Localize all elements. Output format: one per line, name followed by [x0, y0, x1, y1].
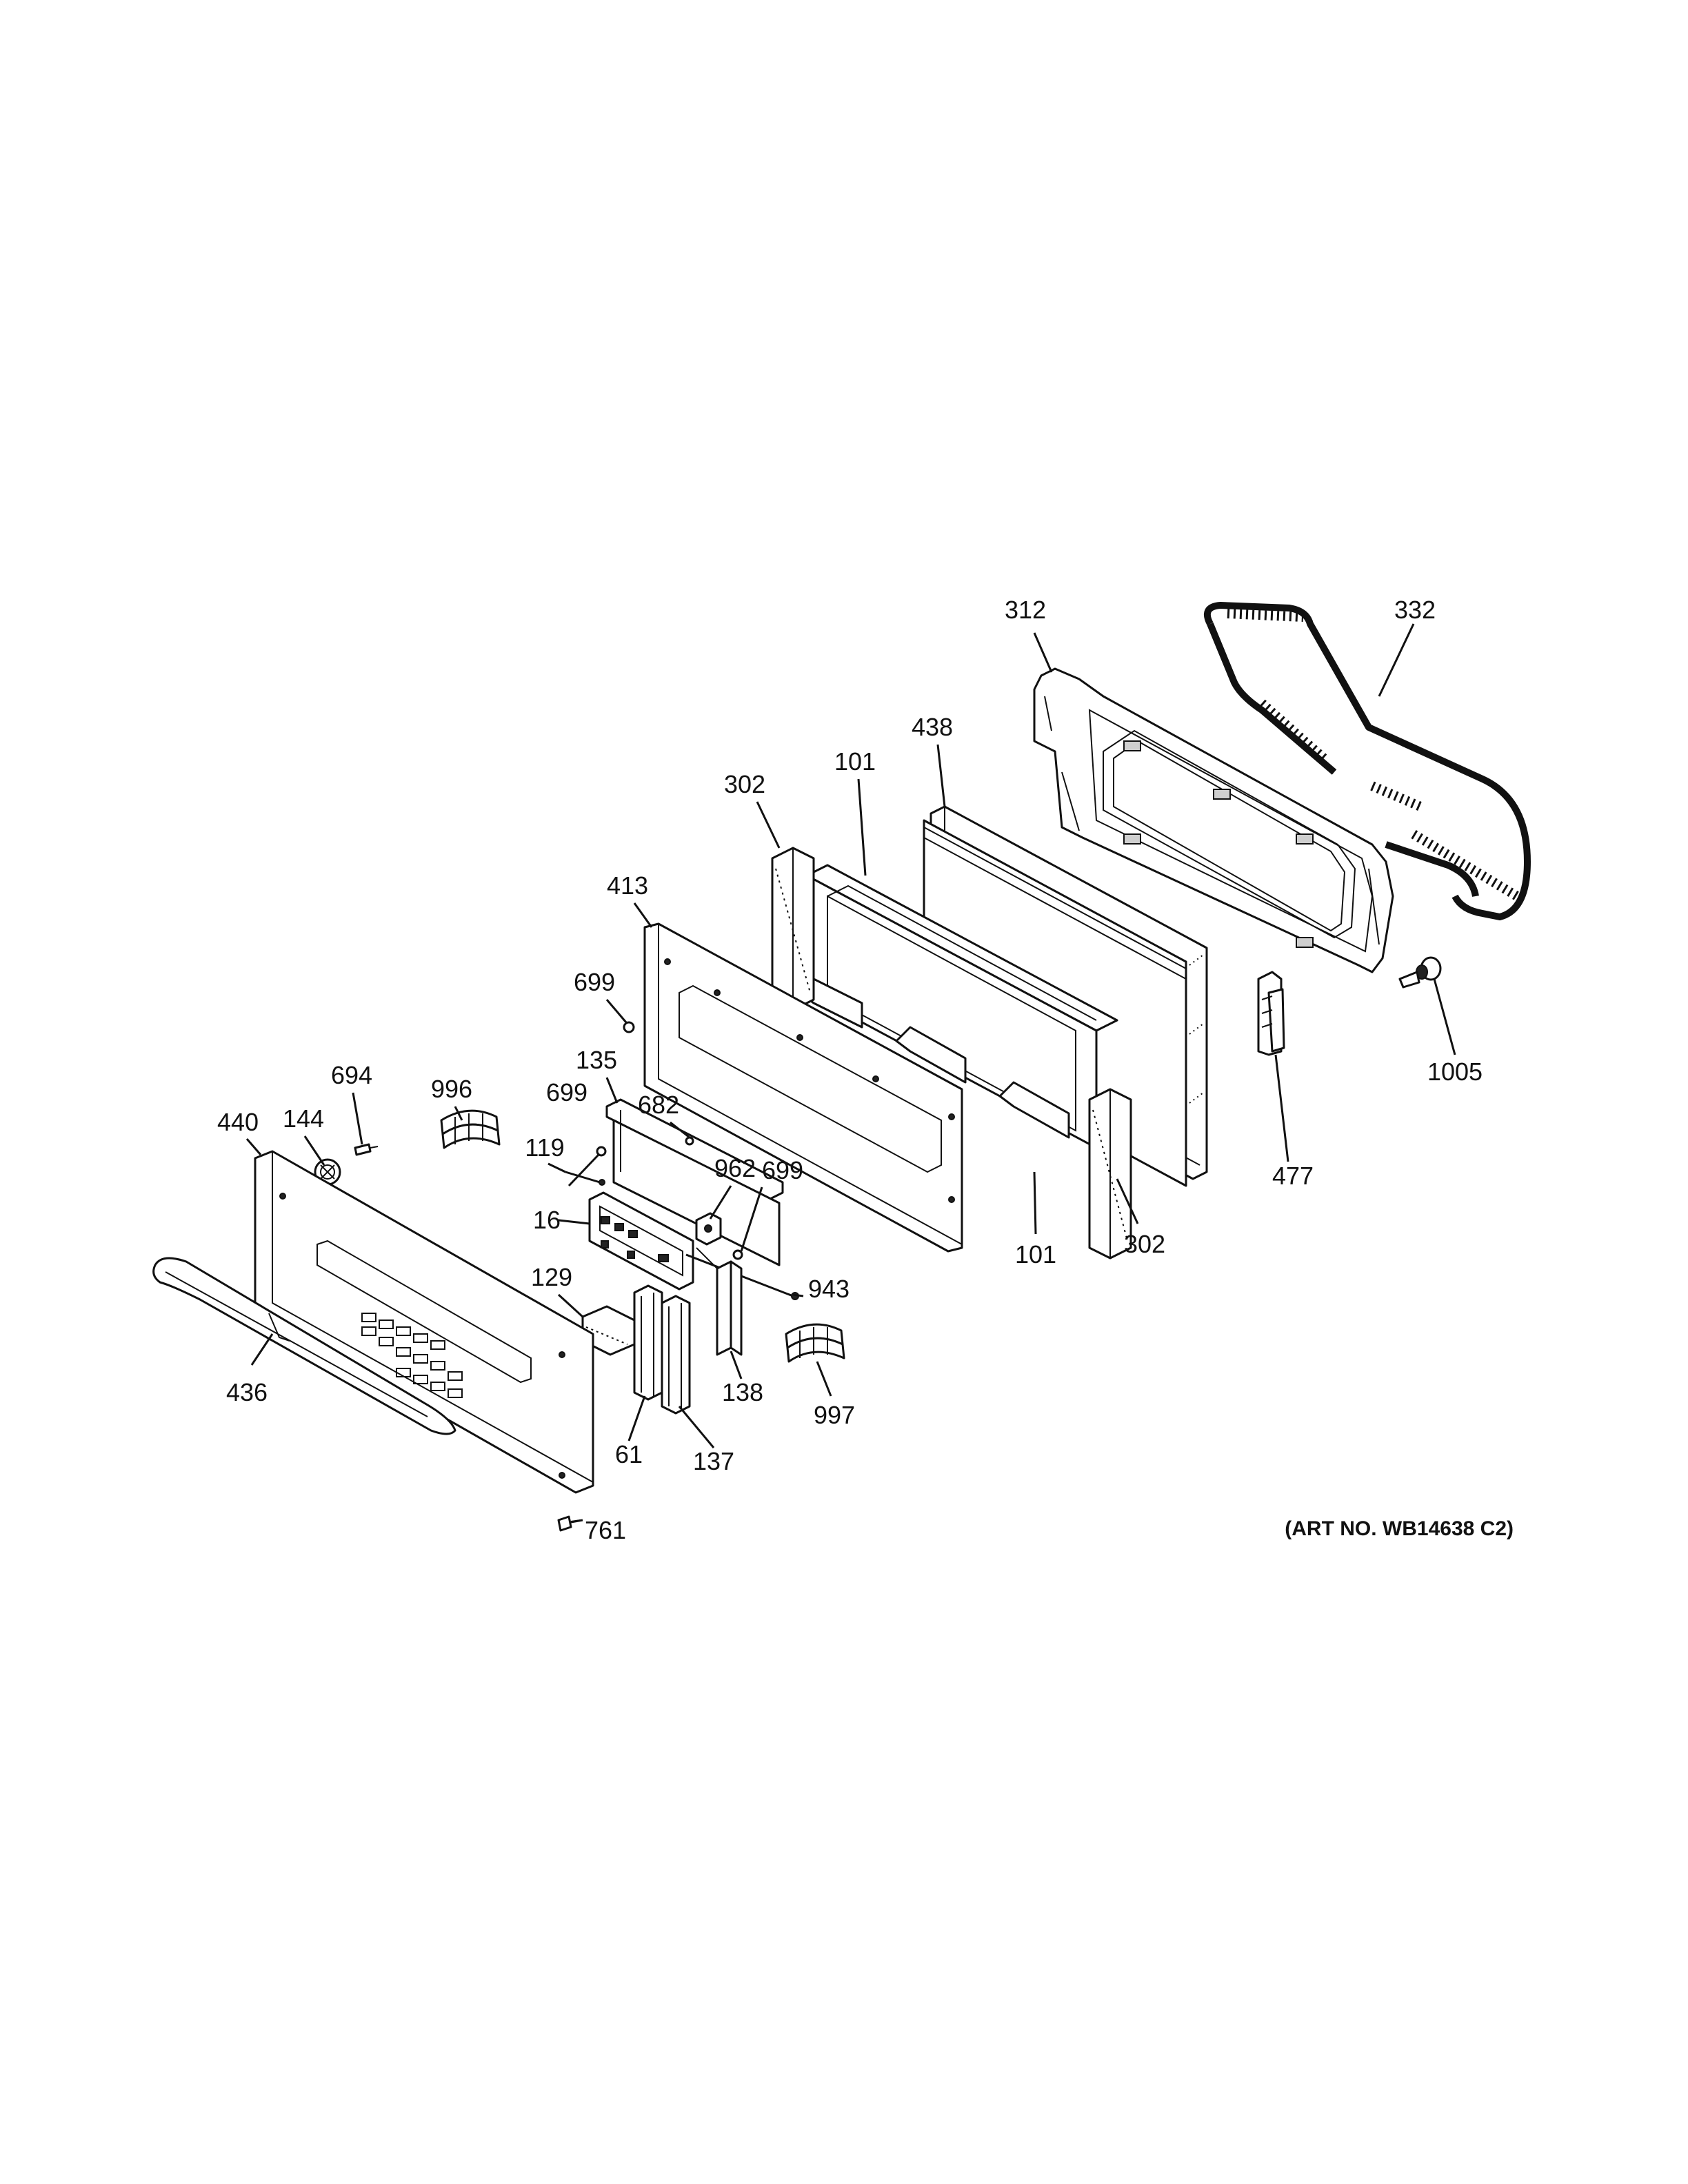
- label-312: 312: [1005, 596, 1046, 624]
- leader-477: [1274, 1054, 1289, 1162]
- label-302-bottom: 302: [1124, 1230, 1165, 1258]
- part-997-ribbon-cable: [785, 1323, 845, 1363]
- part-61-keypad-bracket: [633, 1284, 663, 1401]
- label-135: 135: [576, 1046, 617, 1074]
- label-996: 996: [431, 1075, 472, 1103]
- part-682-screw: [685, 1136, 694, 1146]
- label-694: 694: [331, 1061, 372, 1089]
- label-943: 943: [808, 1275, 850, 1303]
- part-699-screw-c: [732, 1249, 743, 1260]
- leader-16: [558, 1219, 590, 1225]
- leader-682: [670, 1121, 690, 1139]
- part-694-screw: [354, 1143, 379, 1156]
- label-699-lower: 699: [762, 1156, 803, 1184]
- leader-699a: [605, 999, 627, 1023]
- leader-135: [605, 1077, 619, 1104]
- leader-61: [627, 1395, 646, 1442]
- leader-lines: [245, 623, 1456, 1524]
- leader-962: [709, 1185, 732, 1220]
- label-699-upper: 699: [574, 968, 615, 996]
- control-keypad: [361, 1313, 463, 1398]
- label-413: 413: [607, 871, 648, 900]
- label-1005: 1005: [1427, 1058, 1483, 1086]
- leader-699c: [740, 1186, 763, 1252]
- part-302-insulation-blocks: [771, 847, 1132, 1260]
- leader-694: [352, 1092, 363, 1145]
- leader-137: [678, 1406, 715, 1448]
- label-16: 16: [533, 1206, 561, 1234]
- label-101-top: 101: [834, 747, 876, 776]
- leader-761: [570, 1519, 583, 1524]
- part-699-screw-a: [623, 1021, 635, 1033]
- leader-312: [1033, 632, 1053, 673]
- leader-438: [936, 744, 946, 807]
- label-101-bottom: 101: [1015, 1240, 1056, 1268]
- label-440: 440: [217, 1108, 259, 1136]
- leader-129: [557, 1293, 584, 1318]
- leader-413: [633, 902, 653, 928]
- part-761-screw: [557, 1515, 581, 1532]
- label-699-middle: 699: [546, 1078, 587, 1106]
- label-138: 138: [722, 1378, 763, 1406]
- label-962: 962: [714, 1154, 756, 1182]
- leader-699b: [567, 1153, 600, 1187]
- leader-943: [792, 1293, 804, 1297]
- label-438: 438: [912, 713, 953, 741]
- leader-1005: [1433, 978, 1456, 1055]
- part-137-keypad-bracket: [661, 1295, 691, 1415]
- part-138-side-bracket: [696, 1247, 743, 1356]
- part-119-wire: [565, 1171, 605, 1186]
- part-1005-door-stop: [1398, 956, 1442, 989]
- leader-101a: [857, 778, 867, 876]
- leader-997: [816, 1361, 832, 1397]
- label-302-top: 302: [724, 770, 765, 798]
- leader-302a: [756, 801, 781, 849]
- part-312-inner-door-frame: [1033, 667, 1394, 973]
- art-number: (ART NO. WB14638 C2): [1285, 1517, 1514, 1540]
- part-436-door-handle: [152, 1257, 456, 1435]
- label-129: 129: [531, 1263, 572, 1291]
- label-137: 137: [693, 1447, 734, 1475]
- callout-labels: 312 332 438 302 101 413 699 135 694 996 …: [217, 596, 1514, 1544]
- part-413-inner-glass-panel: [643, 922, 963, 1253]
- label-119: 119: [525, 1133, 564, 1162]
- leader-144: [303, 1135, 325, 1166]
- leader-138: [730, 1351, 743, 1379]
- leader-436: [250, 1333, 274, 1366]
- leader-332: [1378, 623, 1415, 697]
- label-997: 997: [814, 1401, 855, 1429]
- leader-440: [245, 1138, 262, 1155]
- part-440-outer-door-panel: [254, 1150, 594, 1494]
- label-61: 61: [615, 1440, 643, 1468]
- part-135-panel-bracket: [605, 1098, 784, 1266]
- label-682: 682: [638, 1091, 679, 1119]
- leader-996: [454, 1106, 463, 1121]
- label-477: 477: [1272, 1162, 1314, 1190]
- leader-101b: [1033, 1171, 1037, 1235]
- label-332: 332: [1394, 596, 1436, 624]
- part-699-screw-b: [596, 1146, 607, 1157]
- label-436: 436: [226, 1378, 268, 1406]
- part-16-control-board: [588, 1191, 694, 1291]
- leader-119: [547, 1162, 566, 1173]
- label-761: 761: [585, 1516, 626, 1544]
- part-962-sensor: [695, 1212, 722, 1246]
- label-144: 144: [283, 1104, 324, 1133]
- part-996-ribbon-cable: [440, 1109, 501, 1149]
- leader-302b: [1116, 1178, 1139, 1224]
- part-332-door-gasket: [1204, 602, 1531, 920]
- part-477-hinge: [1257, 971, 1285, 1056]
